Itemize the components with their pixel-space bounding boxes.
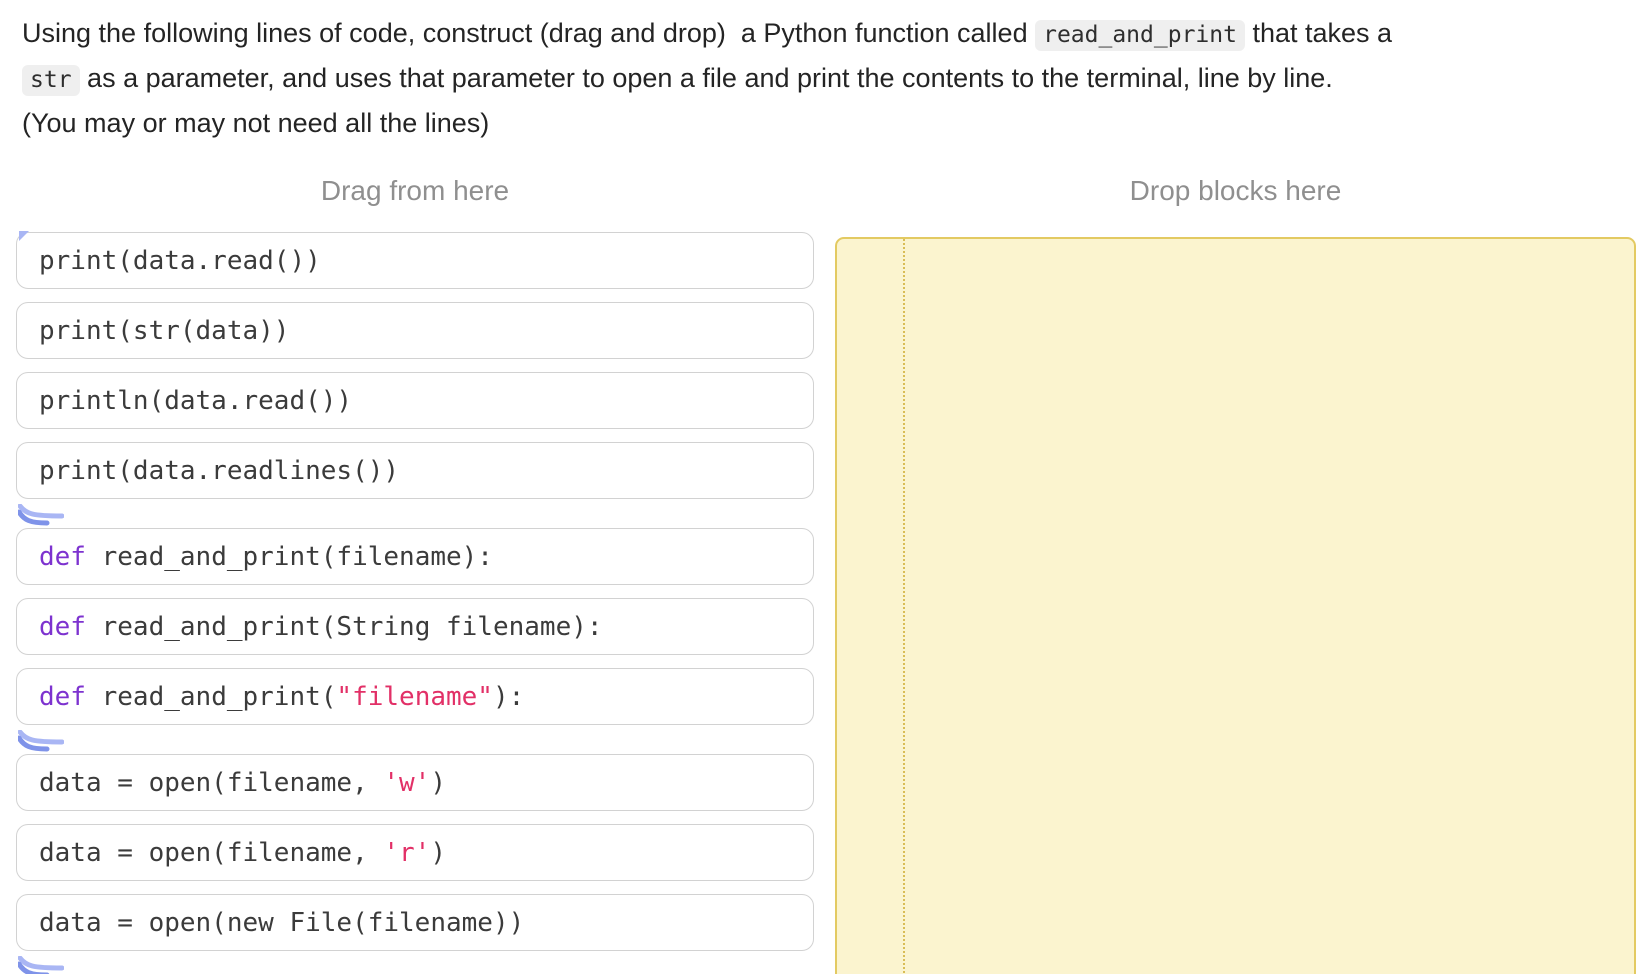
string-token: 'r' bbox=[383, 837, 431, 868]
question-segment: that takes a bbox=[1244, 18, 1393, 48]
target-column-header: Drop blocks here bbox=[1129, 175, 1342, 206]
corner-marker-icon bbox=[19, 231, 29, 241]
code-token: read_and_print(String filename): bbox=[85, 611, 603, 642]
code-token: data = open(filename, bbox=[39, 837, 384, 868]
code-token: ) bbox=[430, 767, 446, 798]
code-block[interactable]: data = open(new File(filename)) bbox=[16, 894, 814, 951]
source-block-list: print(data.read()) print(str(data)) printl… bbox=[16, 231, 814, 974]
code-block[interactable]: def read_and_print("filename"): bbox=[16, 668, 814, 725]
question-line: Using the following lines of code, const… bbox=[22, 12, 1630, 57]
code-token: print(data.read()) bbox=[39, 245, 321, 276]
group-marker-icon bbox=[16, 503, 814, 526]
keyword-token: def bbox=[39, 541, 86, 572]
code-block[interactable]: print(str(data)) bbox=[16, 302, 814, 359]
question-line: (You may or may not need all the lines) bbox=[22, 102, 1630, 145]
code-token: data = open(filename, bbox=[39, 767, 384, 798]
code-token: print(data.readlines()) bbox=[39, 455, 400, 486]
keyword-token: def bbox=[39, 611, 86, 642]
code-block[interactable]: data = open(filename, 'r') bbox=[16, 824, 814, 881]
code-token: ) bbox=[430, 837, 446, 868]
group-marker-icon bbox=[16, 729, 814, 752]
question-segment: as a parameter, and uses that parameter … bbox=[79, 63, 1333, 93]
code-token: data = open(new File(filename)) bbox=[39, 907, 525, 938]
code-block[interactable]: println(data.read()) bbox=[16, 372, 814, 429]
inline-code-chip: str bbox=[22, 65, 80, 96]
indent-guide-line bbox=[903, 239, 905, 974]
code-token: read_and_print(filename): bbox=[85, 541, 493, 572]
code-token: ): bbox=[492, 681, 525, 712]
drop-zone[interactable] bbox=[835, 237, 1636, 974]
string-token: 'w' bbox=[383, 767, 431, 798]
code-block[interactable]: def read_and_print(String filename): bbox=[16, 598, 814, 655]
keyword-token: def bbox=[39, 681, 86, 712]
code-block[interactable]: def read_and_print(filename): bbox=[16, 528, 814, 585]
source-column-header: Drag from here bbox=[320, 175, 510, 206]
code-block[interactable]: data = open(filename, 'w') bbox=[16, 754, 814, 811]
code-token: println(data.read()) bbox=[39, 385, 353, 416]
code-token: print(str(data)) bbox=[39, 315, 290, 346]
code-block[interactable]: print(data.readlines()) bbox=[16, 442, 814, 499]
group-marker-icon bbox=[16, 955, 814, 974]
question-segment: (You may or may not need all the lines) bbox=[22, 108, 490, 138]
inline-code-chip: read_and_print bbox=[1035, 20, 1245, 51]
question-segment: Using the following lines of code, const… bbox=[22, 18, 1036, 48]
question-text: Using the following lines of code, const… bbox=[22, 12, 1630, 145]
code-token: read_and_print( bbox=[85, 681, 337, 712]
code-block[interactable]: print(data.read()) bbox=[16, 231, 814, 289]
string-token: "filename" bbox=[336, 681, 493, 712]
question-line: str as a parameter, and uses that parame… bbox=[22, 57, 1630, 102]
